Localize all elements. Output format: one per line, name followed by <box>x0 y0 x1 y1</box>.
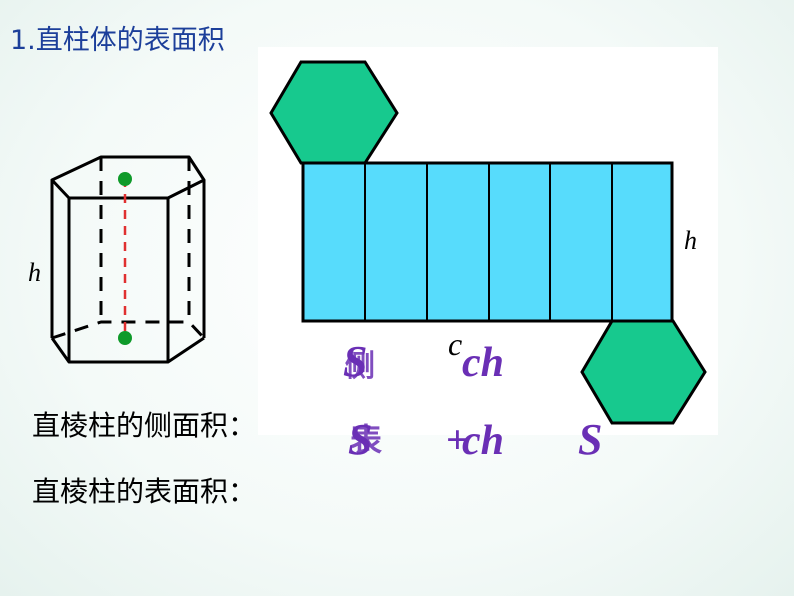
bottom-center-dot <box>118 331 132 345</box>
net-bottom-hexagon <box>580 319 707 425</box>
surface-formula-ch: ch <box>462 418 504 464</box>
prism-bottom-edge <box>50 336 205 364</box>
surface-formula-base: S <box>578 415 603 464</box>
prism-height-label: h <box>28 258 41 287</box>
lateral-formula-ch: ch <box>462 340 504 386</box>
net-base-label: c <box>448 326 463 362</box>
hexagonal-prism <box>50 155 206 364</box>
top-center-dot <box>118 172 132 186</box>
lateral-formula-subscript: 侧 <box>345 350 375 383</box>
surface-area-label: 直棱柱的表面积： <box>32 475 257 508</box>
page-title: 1.直柱体的表面积 <box>10 25 225 56</box>
net-top-hexagon <box>269 60 399 165</box>
lateral-area-label: 直棱柱的侧面积： <box>32 409 257 442</box>
net-height-label: h <box>684 226 697 255</box>
prism-hidden-bottom <box>51 320 206 340</box>
lateral-face-strip <box>301 161 674 323</box>
surface-formula-subscript: 表 <box>350 422 383 458</box>
surface-formula-plus: + <box>446 417 469 462</box>
surface-formula-s: S <box>348 415 373 464</box>
lateral-formula-s: S <box>343 337 368 386</box>
